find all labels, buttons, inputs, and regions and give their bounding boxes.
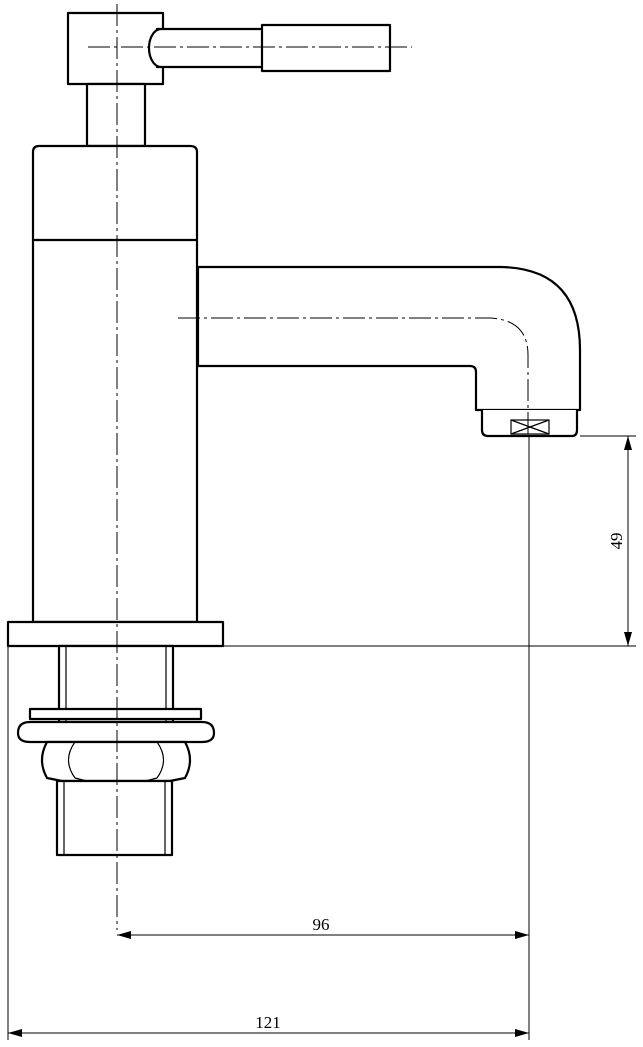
dimension-label-121: 121 xyxy=(255,1013,281,1032)
handle-hub xyxy=(66,11,165,86)
handle-grip xyxy=(260,23,392,73)
dimension-overall-length: 121 xyxy=(8,1013,529,1037)
arrow-right xyxy=(515,931,529,939)
hex-nut-facet-right xyxy=(156,741,165,779)
tail-thread xyxy=(55,779,174,857)
arrow-right xyxy=(515,1029,529,1037)
dimension-spout-reach: 96 xyxy=(117,915,529,939)
faucet-body xyxy=(31,144,199,624)
aerator-outlet xyxy=(510,419,550,435)
spout xyxy=(164,265,582,438)
mounting-hardware xyxy=(16,644,216,857)
spout-axis xyxy=(178,317,529,438)
center-lines xyxy=(88,4,529,930)
arrow-left xyxy=(117,931,131,939)
lock-plate xyxy=(16,720,216,744)
extension-lines xyxy=(7,435,636,1040)
handle-arm-joint xyxy=(147,27,162,69)
base-flange xyxy=(6,620,225,648)
dimension-spout-height: 49 xyxy=(607,436,632,646)
body-cylinder xyxy=(31,144,199,624)
arrow-bottom xyxy=(624,632,632,646)
lever-handle xyxy=(66,11,392,86)
valve-stem xyxy=(85,82,147,148)
arrow-top xyxy=(624,436,632,450)
dimension-label-49: 49 xyxy=(607,533,626,550)
arrow-left xyxy=(8,1029,22,1037)
aerator xyxy=(480,410,579,438)
spout-arm xyxy=(196,265,582,412)
washer xyxy=(28,707,203,721)
aerator-cross-2 xyxy=(510,419,550,435)
handle-arm xyxy=(155,27,265,69)
hex-nut xyxy=(40,740,192,783)
hex-nut-facet-left xyxy=(67,741,76,779)
dimension-label-96: 96 xyxy=(313,915,330,934)
